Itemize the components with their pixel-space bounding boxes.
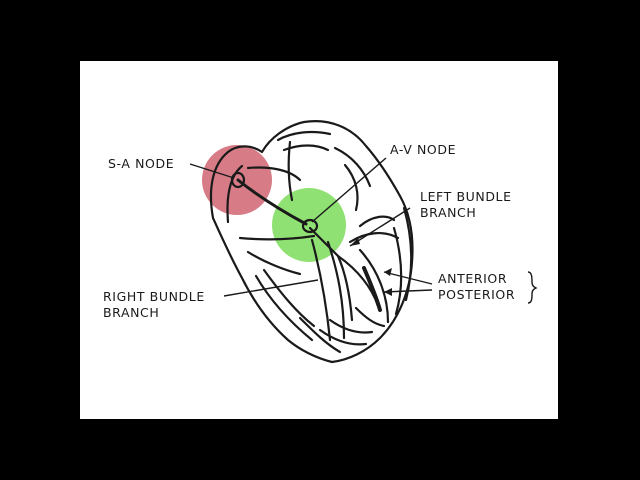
heart-outline: [209, 120, 414, 364]
heart-conduction-diagram: S-A NODE A-V NODE LEFT BUNDLE BRANCH RIG…: [103, 120, 538, 364]
av-node-highlight: [272, 188, 346, 262]
label-right-bundle-1: RIGHT BUNDLE: [103, 289, 205, 304]
label-sa-node: S-A NODE: [108, 156, 174, 171]
label-av-node: A-V NODE: [390, 142, 456, 157]
label-anterior: ANTERIOR: [438, 271, 507, 286]
brace: [527, 271, 538, 304]
slide: S-A NODE A-V NODE LEFT BUNDLE BRANCH RIG…: [80, 61, 558, 419]
label-posterior: POSTERIOR: [438, 287, 515, 302]
label-left-bundle-2: BRANCH: [420, 205, 476, 220]
label-left-bundle-1: LEFT BUNDLE: [420, 189, 512, 204]
label-right-bundle-2: BRANCH: [103, 305, 159, 320]
leader-lines: [189, 157, 433, 297]
arrowheads: [350, 238, 392, 296]
